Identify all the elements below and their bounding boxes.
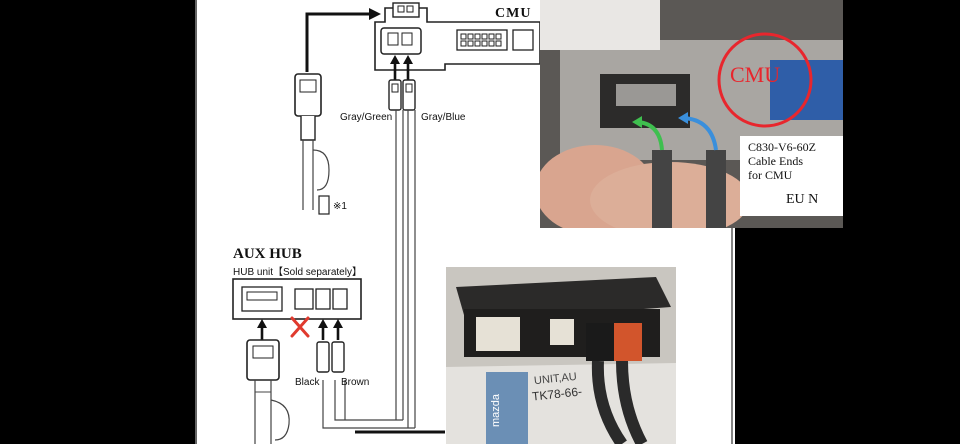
cmu-photo-graphic <box>540 0 843 228</box>
aux-hub-unit <box>232 278 362 320</box>
aux-hub-photo: UNIT,AU TK78-66- mazda <box>446 267 676 444</box>
hub-arrow-left <box>257 319 267 328</box>
hub-arrow-brown <box>333 319 343 328</box>
route-arrowhead <box>369 8 381 20</box>
plug-brown <box>331 341 345 373</box>
hub-photo-graphic <box>446 267 676 444</box>
wire-label-gray-blue: Gray/Blue <box>421 112 466 123</box>
left-lower-harness <box>246 339 290 444</box>
left-harness-connector <box>294 73 330 215</box>
cmu-side-connector <box>456 29 508 51</box>
note-marker: ※1 <box>333 201 347 212</box>
caption-line-2: Cable Ends <box>748 154 803 168</box>
brand-text: mazda <box>490 393 502 427</box>
black-plug <box>586 323 614 361</box>
cmu-stamp <box>717 32 813 128</box>
cmu-unit <box>374 2 541 71</box>
cable-cmu-to-hub <box>395 110 416 428</box>
braided-cables <box>591 360 648 444</box>
caption-line-3: for CMU <box>748 168 793 182</box>
hub-unit-caption: HUB unit【Sold separately】 <box>233 267 362 278</box>
plug-gray-blue <box>402 79 416 111</box>
region-text: EU N <box>786 192 819 207</box>
plug-gray-green <box>388 79 402 111</box>
cmu-socket <box>380 27 422 55</box>
cmu-label: CMU <box>495 6 532 21</box>
caption-line-1: C830-V6-60Z <box>748 140 816 154</box>
wire-label-gray-green: Gray/Green <box>340 112 393 123</box>
brown-label: Brown <box>341 377 370 388</box>
hub-white-port <box>476 317 520 351</box>
wiring-diagram <box>195 0 733 444</box>
plug-black <box>316 341 330 373</box>
hub-left-socket <box>241 286 283 312</box>
cmu-connector-photo: CMU C830-V6-60Z Cable Ends for CMU EU N <box>540 0 843 228</box>
hub-arrow-black <box>318 319 328 328</box>
cmu-stamp-text: CMU <box>730 62 781 87</box>
red-x-mark <box>290 316 310 338</box>
black-label: Black <box>295 377 320 388</box>
route-arrow-line <box>305 12 369 72</box>
orange-plug <box>614 323 642 361</box>
cable-ends-caption: C830-V6-60Z Cable Ends for CMU <box>748 140 816 182</box>
blue-arrow <box>683 116 718 151</box>
aux-hub-title: AUX HUB <box>233 246 302 262</box>
